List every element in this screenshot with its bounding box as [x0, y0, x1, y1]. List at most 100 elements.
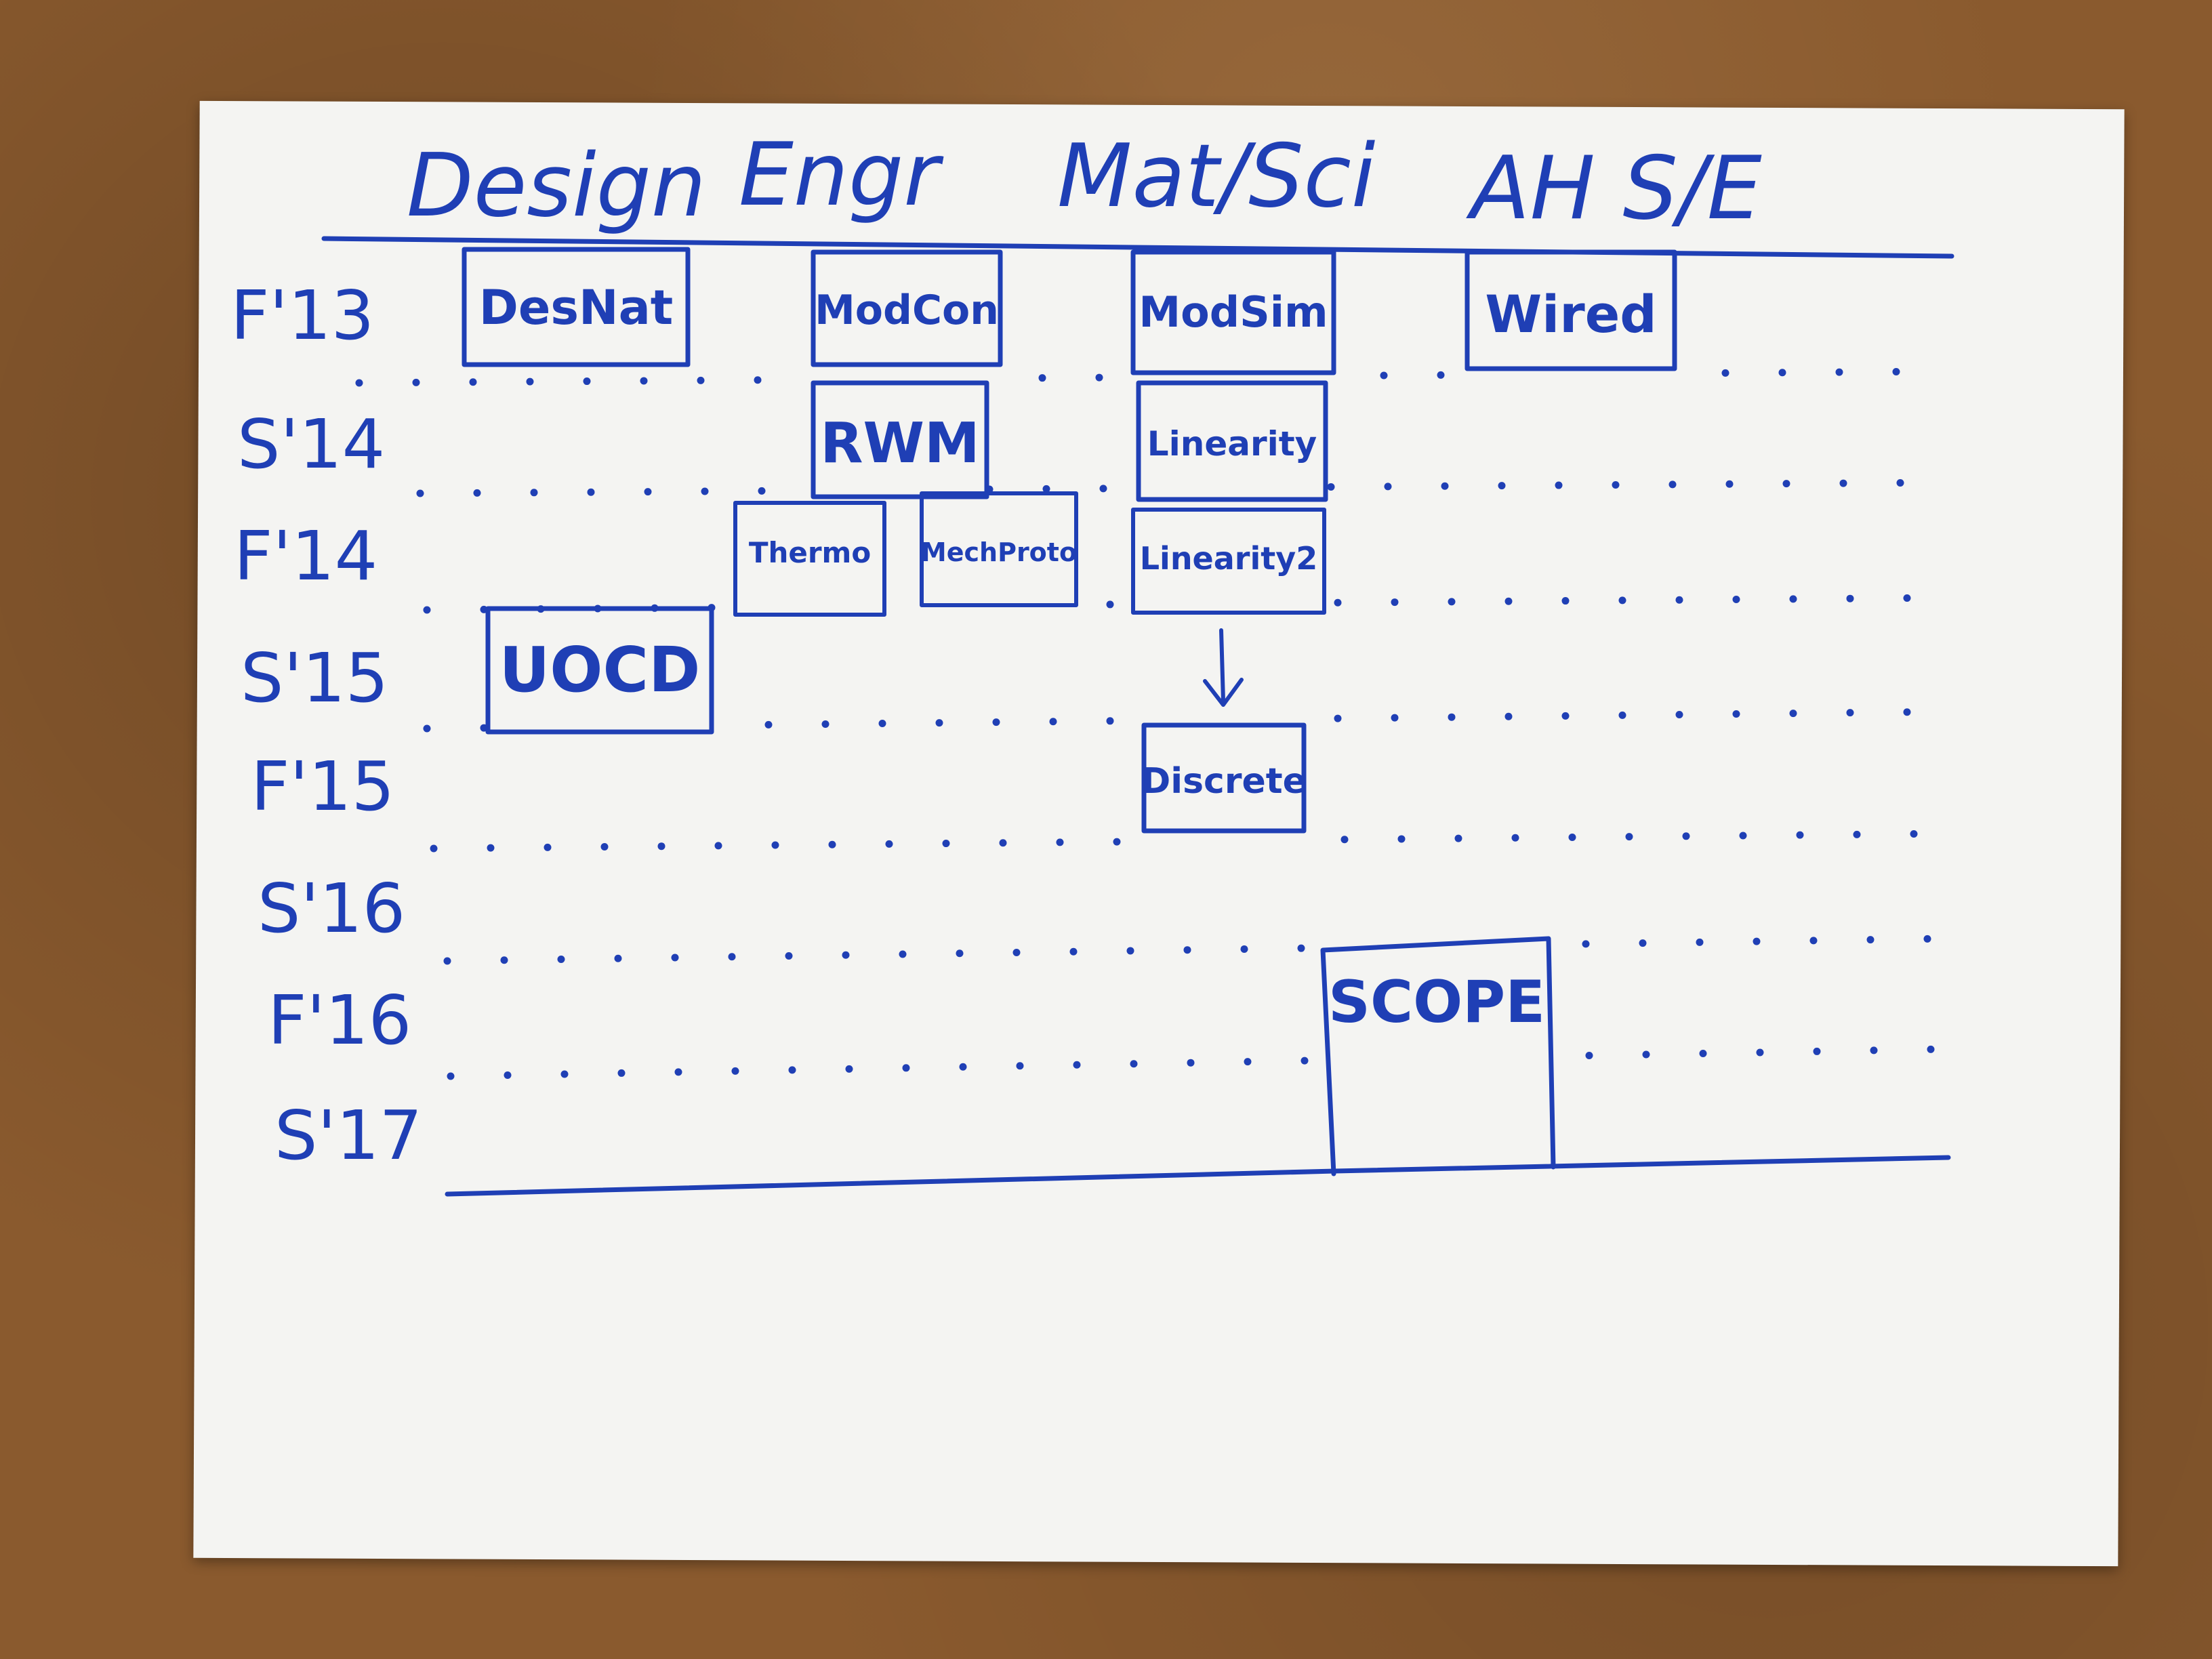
separator-dot: [1049, 718, 1057, 726]
course-box-wired: [1465, 249, 1677, 371]
separator-dot: [1012, 948, 1021, 956]
separator-dot: [1244, 1058, 1252, 1066]
separator-dot: [1853, 830, 1861, 838]
separator-dot: [1391, 714, 1399, 722]
separator-dot: [587, 488, 595, 496]
separator-dot: [708, 604, 716, 612]
separator-dot: [537, 605, 545, 613]
separator-dot: [1561, 597, 1570, 605]
separator-dot: [1927, 1045, 1935, 1053]
separator-dot: [1699, 1049, 1707, 1057]
separator-dot: [640, 377, 648, 385]
separator-dot: [999, 839, 1007, 847]
separator-dot: [1130, 1060, 1138, 1068]
separator-dot: [1240, 945, 1248, 953]
separator-dot: [1903, 594, 1911, 602]
separator-dot: [423, 724, 431, 733]
separator-dot: [1073, 1061, 1081, 1069]
separator-dot: [1300, 1057, 1309, 1065]
separator-dot: [1756, 1048, 1764, 1057]
separator-dot: [644, 488, 652, 496]
separator-dot: [469, 378, 477, 386]
separator-dot: [1095, 373, 1103, 382]
separator-dot: [1639, 939, 1647, 947]
separator-dot: [1448, 713, 1456, 721]
row-label-s14: S'14: [237, 405, 385, 484]
course-box-rwm: [811, 380, 989, 499]
separator-dot: [845, 1065, 853, 1073]
dot-row-1: [355, 368, 1900, 387]
course-box-scope: [1320, 936, 1556, 1176]
separator-dot: [828, 840, 836, 848]
separator-dot: [1835, 368, 1843, 376]
course-box-desnat: [462, 247, 691, 367]
course-label-rwm: RWM: [820, 411, 979, 476]
separator-dot: [1334, 714, 1342, 722]
separator-dot: [1682, 832, 1690, 840]
separator-dot: [1618, 596, 1626, 605]
separator-dot: [1069, 947, 1078, 956]
separator-dot: [544, 843, 552, 851]
column-header-design: Design: [407, 136, 706, 237]
row-label-s15: S'15: [241, 638, 388, 718]
separator-dot: [1504, 597, 1513, 605]
separator-dot: [1106, 717, 1114, 725]
separator-dot: [1183, 946, 1191, 954]
separator-dot: [959, 1063, 967, 1071]
separator-dot: [902, 1064, 910, 1072]
course-label-uocd: UOCD: [499, 634, 701, 706]
separator-dot: [728, 953, 736, 961]
separator-dot: [1437, 371, 1445, 379]
course-label-desnat: DesNat: [479, 280, 674, 335]
separator-dot: [1675, 710, 1683, 718]
separator-dot: [1753, 937, 1761, 945]
course-box-linearity2: [1131, 508, 1326, 615]
separator-dot: [526, 377, 534, 386]
separator-dot: [674, 1068, 682, 1076]
course-label-linearity1: Linearity: [1147, 424, 1317, 464]
separator-dot: [935, 719, 943, 727]
header-divider-line: [321, 236, 1954, 259]
separator-dot: [956, 949, 964, 958]
dot-row-6: [443, 935, 1931, 965]
separator-dot: [1504, 712, 1513, 720]
separator-dot: [1555, 481, 1563, 489]
column-header-matsci: Mat/Sci: [1057, 126, 1375, 227]
separator-dot: [821, 720, 830, 728]
row-label-f13: F'13: [230, 276, 374, 355]
separator-dot: [1675, 596, 1683, 604]
column-header-ahse: AH S/E: [1466, 138, 1762, 239]
separator-dot: [1384, 483, 1392, 491]
course-label-wired: Wired: [1485, 284, 1656, 344]
separator-dot: [1106, 600, 1114, 609]
separator-dot: [1113, 838, 1121, 846]
separator-dot: [1334, 598, 1342, 607]
course-label-linearity2: Linearity2: [1140, 540, 1318, 577]
separator-dot: [985, 485, 994, 493]
dot-row-2: [416, 478, 1904, 497]
separator-dot: [614, 954, 622, 962]
separator-dot: [1056, 838, 1064, 846]
separator-dot: [617, 1069, 626, 1077]
separator-dot: [1340, 836, 1349, 844]
separator-dot: [1789, 595, 1797, 603]
course-box-discrete: [1141, 722, 1307, 834]
separator-dot: [423, 606, 431, 614]
dot-row-5: [430, 830, 1918, 853]
separator-dot: [1441, 482, 1449, 490]
separator-dot: [447, 1072, 455, 1080]
bottom-divider-line: [445, 1155, 1951, 1197]
separator-dot: [1789, 710, 1797, 718]
separator-dot: [355, 379, 363, 387]
separator-dot: [1585, 1052, 1593, 1060]
course-label-mechproto: MechProto: [921, 537, 1077, 567]
row-label-f14: F'14: [234, 516, 377, 596]
separator-dot: [1126, 947, 1134, 955]
separator-dot: [1327, 483, 1335, 491]
separator-dot: [530, 489, 538, 497]
separator-dot: [416, 489, 424, 497]
course-label-thermo: Thermo: [749, 536, 871, 569]
separator-dot: [1809, 937, 1818, 945]
separator-dot: [731, 1067, 739, 1075]
